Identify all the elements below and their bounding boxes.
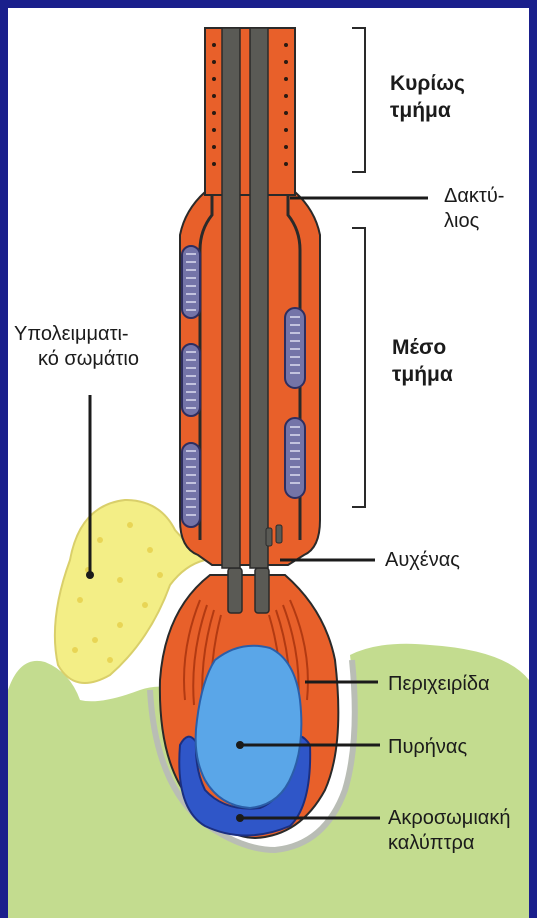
label-manchette: Περιχειρίδα: [388, 672, 490, 697]
label-residual-body-line1: Υπολειμματι-: [14, 322, 139, 347]
label-residual-body-line2: κό σωμάτιο: [14, 347, 139, 372]
label-annulus-line2: λιος: [444, 209, 504, 234]
label-middle-piece-line1: Μέσο: [392, 334, 453, 361]
label-annulus: Δακτύ- λιος: [444, 184, 504, 234]
label-middle-piece-line2: τμήμα: [392, 361, 453, 388]
label-acrosomal-cap-line2: καλύπτρα: [388, 831, 510, 856]
label-annulus-line1: Δακτύ-: [444, 184, 504, 209]
label-principal-piece-line1: Κυρίως: [390, 70, 465, 97]
label-principal-piece-line2: τμήμα: [390, 97, 465, 124]
label-residual-body: Υπολειμματι- κό σωμάτιο: [14, 322, 139, 372]
label-middle-piece: Μέσο τμήμα: [392, 334, 453, 388]
label-principal-piece: Κυρίως τμήμα: [390, 70, 465, 124]
label-nucleus-text: Πυρήνας: [388, 735, 467, 760]
label-neck-text: Αυχένας: [385, 548, 460, 573]
label-nucleus: Πυρήνας: [388, 735, 467, 760]
nucleus: [196, 646, 302, 808]
label-neck: Αυχένας: [385, 548, 460, 573]
label-acrosomal-cap: Ακροσωμιακή καλύπτρα: [388, 806, 510, 856]
label-acrosomal-cap-line1: Ακροσωμιακή: [388, 806, 510, 831]
label-manchette-text: Περιχειρίδα: [388, 672, 490, 697]
